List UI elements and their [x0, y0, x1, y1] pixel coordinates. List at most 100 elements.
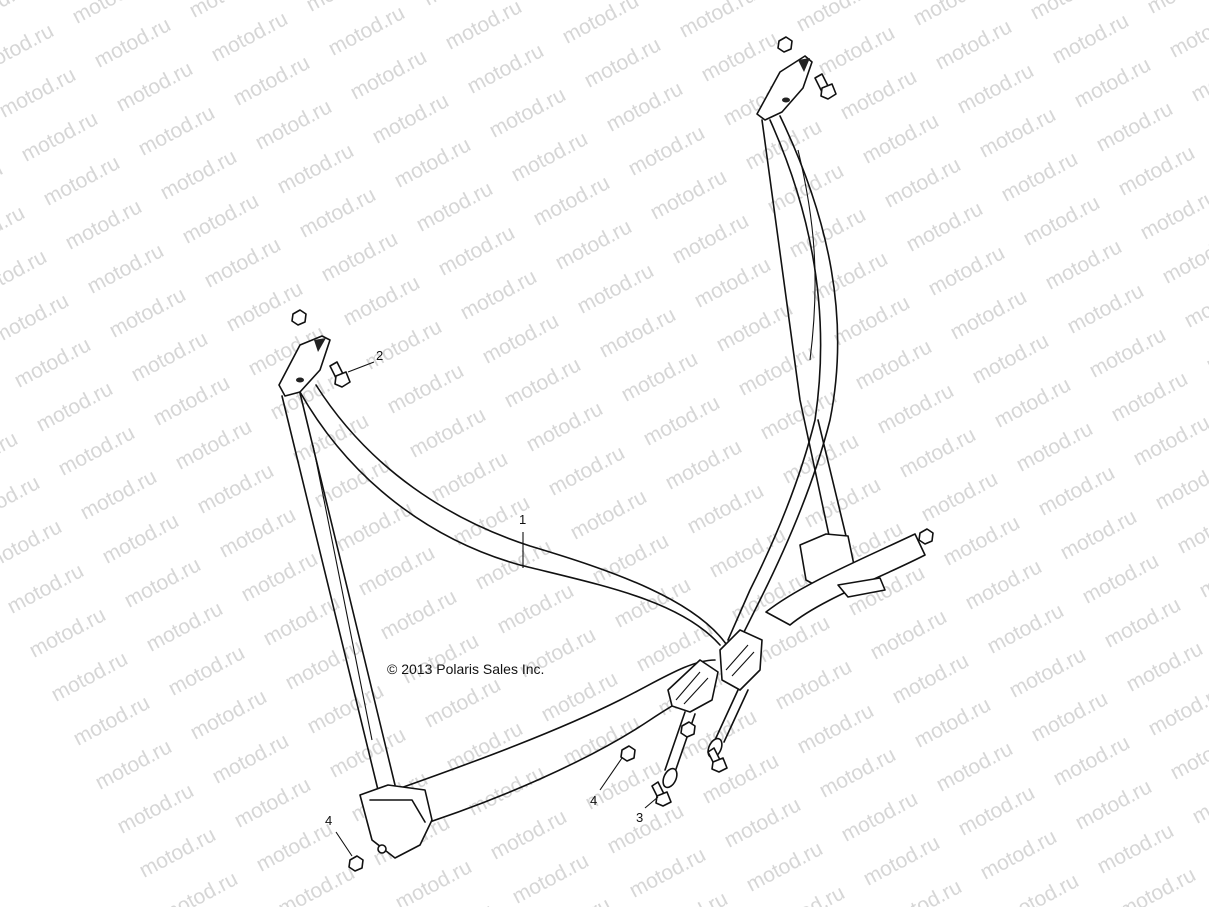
watermark-text: motod.ru: [859, 109, 943, 168]
watermark-text: motod.ru: [808, 247, 892, 306]
watermark-text: motod.ru: [114, 779, 198, 838]
watermark-text: motod.ru: [684, 479, 768, 538]
watermark-text: motod.ru: [355, 541, 439, 600]
watermark-text: motod.ru: [0, 289, 73, 348]
watermark-text: motod.ru: [1159, 229, 1209, 288]
watermark-text: motod.ru: [647, 165, 731, 224]
watermark-text: motod.ru: [40, 151, 124, 210]
watermark-text: motod.ru: [1013, 417, 1097, 476]
watermark-text: motod.ru: [881, 153, 965, 212]
watermark-text: motod.ru: [1166, 3, 1209, 62]
watermark-text: motod.ru: [0, 471, 44, 530]
watermark-text: motod.ru: [194, 459, 278, 518]
watermark-text: motod.ru: [18, 107, 102, 166]
watermark-text: motod.ru: [340, 271, 424, 330]
watermark-text: motod.ru: [92, 735, 176, 794]
watermark-text: motod.ru: [1006, 643, 1090, 702]
watermark-text: motod.ru: [962, 555, 1046, 614]
watermark-text: motod.ru: [794, 699, 878, 758]
watermark-text: motod.ru: [793, 0, 877, 36]
watermark-text: motod.ru: [11, 333, 95, 392]
watermark-text: motod.ru: [384, 359, 468, 418]
right-buckle-bolt: [707, 747, 728, 773]
watermark-text: motod.ru: [179, 189, 263, 248]
watermark-text: motod.ru: [648, 887, 732, 907]
watermark-text: motod.ru: [406, 403, 490, 462]
watermark-text: motod.ru: [852, 335, 936, 394]
watermark-text: motod.ru: [435, 221, 519, 280]
watermark-text: motod.ru: [1189, 769, 1209, 828]
watermark-text: motod.ru: [1035, 461, 1119, 520]
copyright-text: © 2013 Polaris Sales Inc.: [387, 661, 544, 677]
watermark-text: motod.ru: [830, 291, 914, 350]
watermark-text: motod.ru: [158, 867, 242, 907]
watermark-text: motod.ru: [874, 379, 958, 438]
watermark-text: motod.ru: [0, 245, 51, 304]
watermark-text: motod.ru: [216, 503, 300, 562]
watermark-text: motod.ru: [1072, 775, 1156, 834]
watermark-text: motod.ru: [165, 641, 249, 700]
left-seat-belt: [278, 309, 731, 859]
watermark-text: motod.ru: [172, 415, 256, 474]
watermark-text: motod.ru: [369, 89, 453, 148]
watermark-text: motod.ru: [1108, 367, 1192, 426]
watermark-text: motod.ru: [77, 465, 161, 524]
watermark-text: motod.ru: [867, 605, 951, 664]
watermark-text: motod.ru: [479, 309, 563, 368]
watermark-text: motod.ru: [99, 509, 183, 568]
watermark-text: motod.ru: [84, 239, 168, 298]
watermark-text: motod.ru: [428, 447, 512, 506]
watermark-text: motod.ru: [128, 327, 212, 386]
right-upper-mount-plate: [756, 55, 813, 121]
watermark-text: motod.ru: [231, 773, 315, 832]
watermark-text: motod.ru: [552, 215, 636, 274]
watermark-text: motod.ru: [625, 121, 709, 180]
right-buckle: [719, 629, 763, 691]
watermark-text: motod.ru: [33, 377, 117, 436]
watermark-text: motod.ru: [442, 0, 526, 54]
watermark-text: motod.ru: [274, 139, 358, 198]
watermark-text: motod.ru: [889, 649, 973, 708]
watermark-text: motod.ru: [977, 825, 1061, 884]
watermark-text: motod.ru: [764, 159, 848, 218]
watermark-text: motod.ru: [1137, 185, 1209, 244]
watermark-text: motod.ru: [26, 603, 110, 662]
watermark-text: motod.ru: [230, 51, 314, 110]
watermark-text: motod.ru: [691, 253, 775, 312]
watermark-text: motod.ru: [1094, 819, 1178, 878]
watermark-text: motod.ru: [984, 599, 1068, 658]
watermark-text: motod.ru: [1049, 9, 1133, 68]
watermark-text: motod.ru: [1188, 47, 1209, 106]
watermark-text: motod.ru: [347, 45, 431, 104]
watermark-text: motod.ru: [1093, 97, 1177, 156]
watermark-text: motod.ru: [392, 855, 476, 907]
watermark-text: motod.ru: [362, 315, 446, 374]
loose-hardware: [348, 721, 728, 872]
left-buckle: [667, 659, 719, 713]
watermark-text: motod.ru: [815, 21, 899, 80]
watermark-text: motod.ru: [669, 209, 753, 268]
watermark-text: motod.ru: [969, 329, 1053, 388]
watermark-text: motod.ru: [333, 497, 417, 556]
watermark-text: motod.ru: [837, 65, 921, 124]
watermark-text: motod.ru: [530, 171, 614, 230]
watermark-text: motod.ru: [208, 7, 292, 66]
watermark-text: motod.ru: [0, 201, 29, 260]
watermark-text: motod.ru: [1130, 411, 1209, 470]
watermark-text: motod.ru: [596, 303, 680, 362]
watermark-text: motod.ru: [618, 347, 702, 406]
watermark-text: motod.ru: [377, 585, 461, 644]
watermark-text: motod.ru: [911, 693, 995, 752]
watermark-text: motod.ru: [918, 467, 1002, 526]
left-upper-mount-plate: [278, 335, 331, 397]
watermark-text: motod.ru: [1057, 505, 1141, 564]
watermark-text: motod.ru: [626, 843, 710, 902]
callout-3: 3: [636, 810, 643, 825]
callout-4-center: 4: [590, 793, 597, 808]
watermark-text: motod.ru: [662, 435, 746, 494]
watermark-text: motod.ru: [69, 0, 153, 28]
watermark-text: motod.ru: [991, 373, 1075, 432]
watermark-text: motod.ru: [70, 691, 154, 750]
watermark-text: motod.ru: [882, 875, 966, 907]
watermark-text: motod.ru: [1152, 455, 1209, 514]
